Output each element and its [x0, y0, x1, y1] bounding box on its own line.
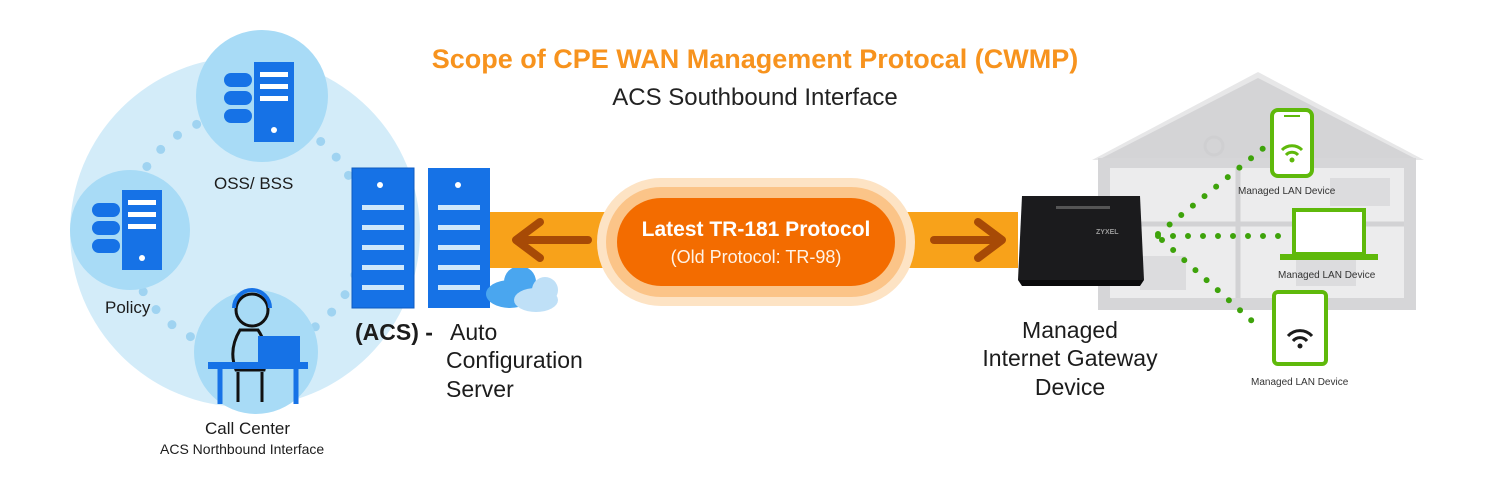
call-center-agent-icon — [194, 288, 318, 414]
protocol-title: Latest TR-181 Protocol — [641, 218, 871, 241]
protocol-label: Latest TR-181 Protocol (Old Protocol: TR… — [608, 218, 904, 268]
gateway-brand: ZYXEL — [1096, 229, 1119, 236]
northbound-circle — [70, 57, 420, 407]
database-server-icon — [196, 30, 328, 162]
gateway-line-2: Internet Gateway — [982, 345, 1158, 371]
arrow-right-icon — [930, 218, 1006, 262]
northbound-interface-label: ACS Northbound Interface — [160, 441, 325, 457]
gateway-line-1: Managed — [1022, 317, 1118, 343]
lan-links — [1155, 143, 1285, 333]
policy-label: Policy — [105, 298, 151, 317]
arrow-left-icon — [512, 218, 592, 262]
smartphone-icon — [1270, 108, 1314, 178]
call-center-label: Call Center — [205, 419, 291, 438]
tablet-icon — [1272, 290, 1328, 366]
acs-abbrev: (ACS) - — [355, 319, 433, 345]
page-subtitle: ACS Southbound Interface — [612, 84, 898, 111]
gateway-line-3: Device — [1034, 374, 1106, 400]
acs-server-icon — [351, 167, 415, 309]
laptop-icon — [1280, 208, 1378, 260]
lan-device-label: Managed LAN Device — [1278, 270, 1376, 281]
acs-server-icon — [428, 168, 490, 308]
page-title: Scope of CPE WAN Management Protocal (CW… — [431, 44, 1079, 74]
lan-device-label: Managed LAN Device — [1238, 186, 1336, 197]
lan-device-label: Managed LAN Device — [1251, 377, 1349, 388]
acs-line-3: Server — [446, 376, 514, 402]
database-server-icon — [70, 170, 190, 290]
protocol-subtitle: (Old Protocol: TR-98) — [670, 247, 842, 267]
acs-line-2: Configuration — [446, 347, 583, 373]
acs-line-1: Auto — [450, 319, 498, 345]
gateway-router-icon — [1018, 196, 1144, 286]
oss-bss-label: OSS/ BSS — [214, 174, 294, 193]
protocol-pill — [617, 198, 895, 286]
cloud-icon — [486, 266, 558, 312]
